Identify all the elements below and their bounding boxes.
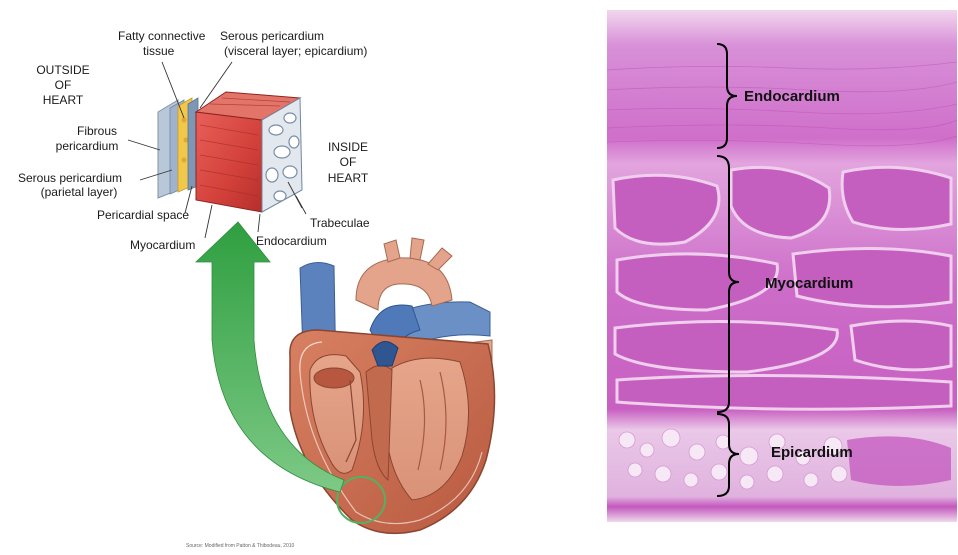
label-serous-visceral-line2: (visceral layer; epicardium)	[224, 44, 367, 58]
label-inside-line2: OF	[340, 155, 357, 169]
label-endocardium: Endocardium	[256, 234, 327, 248]
myocardium-block	[196, 112, 262, 212]
heart-illustration	[290, 238, 495, 533]
label-myocardium: Myocardium	[130, 238, 195, 252]
label-outside-line1: OUTSIDE	[36, 63, 89, 77]
label-inside-line3: HEART	[328, 171, 369, 185]
label-serous-visceral-line1: Serous pericardium	[220, 29, 324, 43]
label-trabeculae: Trabeculae	[310, 216, 370, 230]
label-fibrous-line1: Fibrous	[77, 124, 117, 138]
histology-image: Endocardium Myocardium Epicardium	[607, 10, 957, 522]
label-fatty-line1: Fatty connective	[118, 29, 206, 43]
label-hist-epicardium: Epicardium	[771, 444, 853, 461]
source-credit: Source: Modified from Patton & Thibodeau…	[186, 543, 295, 549]
heart-wall-illustration: Fatty connective tissue Serous pericardi…	[0, 0, 540, 550]
label-hist-endocardium: Endocardium	[744, 88, 840, 105]
label-inside-line1: INSIDE	[328, 140, 368, 154]
tissue-block	[158, 92, 302, 212]
label-pericardial-space: Pericardial space	[97, 208, 189, 222]
label-fatty-line2: tissue	[143, 44, 175, 58]
heart-wall-diagram: Fatty connective tissue Serous pericardi…	[0, 0, 540, 550]
label-hist-myocardium: Myocardium	[765, 275, 853, 292]
label-fibrous-line2: pericardium	[56, 139, 119, 153]
label-outside-line3: HEART	[43, 93, 84, 107]
histology-micrograph: Endocardium Myocardium Epicardium	[607, 10, 957, 522]
label-serous-parietal-line2: (parietal layer)	[41, 185, 118, 199]
label-outside-line2: OF	[55, 78, 72, 92]
label-serous-parietal-line1: Serous pericardium	[18, 171, 122, 185]
